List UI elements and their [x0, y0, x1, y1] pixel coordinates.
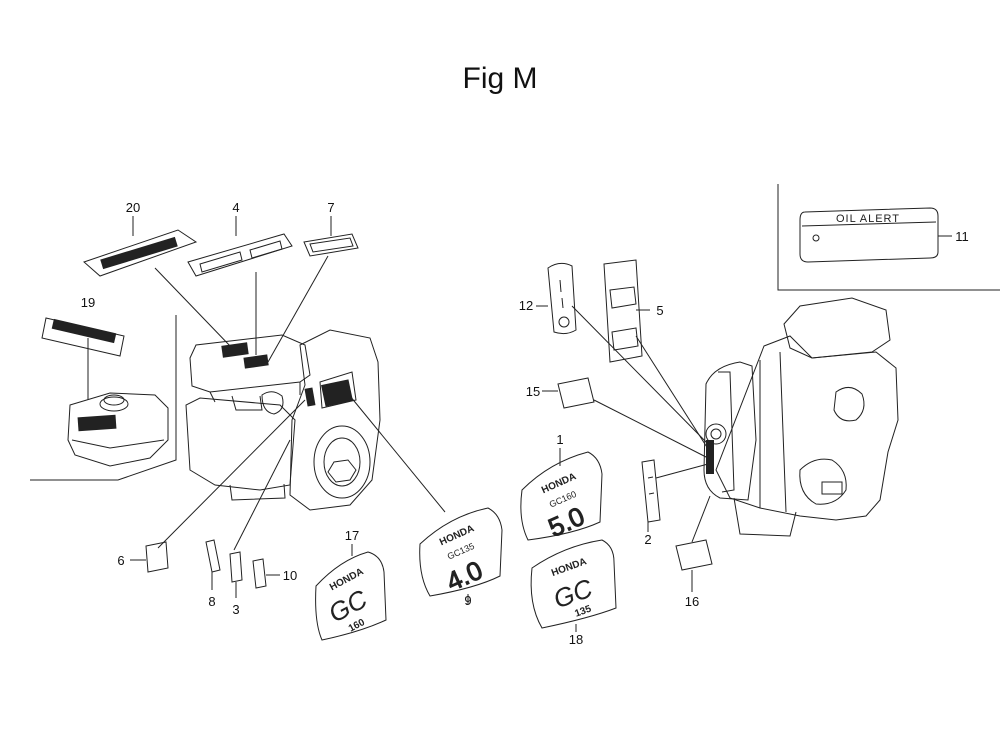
figure-title: Fig M	[462, 62, 538, 95]
callout-18: 18	[569, 632, 583, 647]
decal-12	[547, 262, 577, 335]
decal-18: HONDA GC 135	[530, 539, 617, 629]
engine-right	[703, 297, 899, 537]
callout-4: 4	[232, 200, 239, 215]
callout-20: 20	[126, 200, 140, 215]
callout-16: 15	[526, 384, 540, 399]
decal-1: HONDA GC160 5.0	[520, 451, 603, 543]
callout-5: 5	[656, 303, 663, 318]
decal-5	[603, 259, 643, 363]
callout-10: 10	[283, 568, 297, 583]
callout-1: 1	[556, 432, 563, 447]
leaders-left	[87, 216, 446, 598]
decal-2	[641, 459, 661, 523]
callout-8: 8	[208, 594, 215, 609]
callout-12: 12	[519, 298, 533, 313]
decal-6	[145, 541, 169, 573]
decal-16	[557, 377, 595, 409]
decal-15	[675, 539, 713, 571]
callout-15: 16	[685, 594, 699, 609]
callout-9: 9	[464, 593, 471, 608]
callout-numbers: 20 4 7 19 6 8 3 10 17 9 1 18 12 5 15 2 1…	[81, 200, 969, 647]
small-decals	[145, 539, 267, 589]
decal-17: HONDA GC 160	[315, 551, 387, 641]
engine-left	[185, 329, 381, 511]
callout-17: 17	[345, 528, 359, 543]
callout-2: 2	[644, 532, 651, 547]
decal-19	[41, 317, 125, 357]
decal-3	[229, 551, 243, 583]
oil-alert-label: OIL ALERT	[836, 213, 900, 225]
decal-10	[252, 558, 267, 589]
leaders-right	[351, 305, 713, 632]
callout-3: 3	[232, 602, 239, 617]
callout-6: 6	[117, 553, 124, 568]
decal-9: HONDA GC135 4.0	[419, 507, 503, 597]
decal-4	[187, 233, 293, 277]
callout-19: 19	[81, 295, 95, 310]
callout-7: 7	[327, 200, 334, 215]
callout-11: 11	[955, 229, 969, 244]
fuel-tank	[67, 392, 169, 467]
decal-20	[83, 229, 198, 277]
decal-8	[205, 539, 221, 573]
oil-alert-inset: OIL ALERT	[777, 184, 1000, 291]
decal-7	[303, 233, 359, 257]
